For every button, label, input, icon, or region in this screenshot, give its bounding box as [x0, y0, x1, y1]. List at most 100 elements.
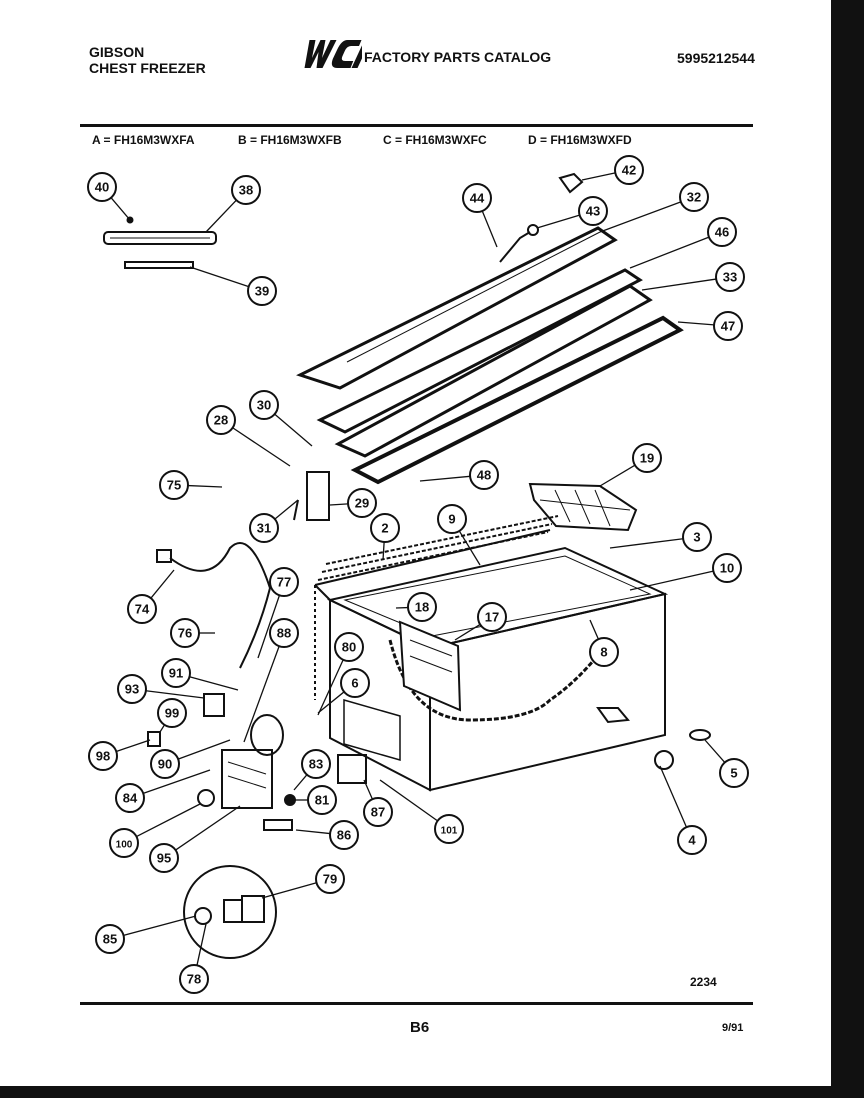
callout-label-79: 79 — [323, 872, 337, 887]
callout-circle-84 — [115, 783, 145, 813]
callout-circle-10 — [712, 553, 742, 583]
callout-circle-88 — [269, 618, 299, 648]
callout-circle-98 — [88, 741, 118, 771]
callout-label-90: 90 — [158, 757, 172, 772]
lid-inner-panel — [316, 268, 643, 434]
callout-label-2: 2 — [381, 521, 388, 536]
callout-label-18: 18 — [415, 600, 429, 615]
callout-leader-98 — [116, 739, 151, 753]
storage-basket — [528, 482, 638, 532]
drain-plug — [596, 707, 630, 724]
callout-label-29: 29 — [355, 496, 369, 511]
callout-label-93: 93 — [125, 682, 139, 697]
callout-leader-31 — [274, 499, 299, 520]
callout-label-88: 88 — [277, 626, 291, 641]
lock — [654, 750, 674, 770]
callout-leader-30 — [274, 413, 313, 447]
power-cord — [169, 542, 272, 669]
callout-leader-88 — [243, 645, 280, 743]
callout-circle-39 — [247, 276, 277, 306]
callout-circle-86 — [329, 820, 359, 850]
callout-label-100: 100 — [116, 840, 133, 851]
callout-leader-28 — [232, 427, 291, 467]
cabinet — [314, 529, 669, 792]
callout-label-40: 40 — [95, 180, 109, 195]
callout-label-46: 46 — [715, 225, 729, 240]
callout-leader-33 — [641, 278, 717, 291]
callout-circle-17 — [477, 602, 507, 632]
lid-liner — [334, 284, 653, 458]
callout-label-83: 83 — [309, 757, 323, 772]
callout-circle-90 — [150, 749, 180, 779]
callout-leader-101 — [379, 779, 438, 822]
callout-label-75: 75 — [167, 478, 181, 493]
callout-label-85: 85 — [103, 932, 117, 947]
scan-edge-right — [831, 0, 864, 1098]
callout-circle-2 — [370, 513, 400, 543]
detail-inset — [183, 865, 277, 959]
callout-label-48: 48 — [477, 468, 491, 483]
callout-circle-29 — [347, 488, 377, 518]
callout-circle-85 — [95, 924, 125, 954]
callout-circle-40 — [87, 172, 117, 202]
callout-circle-46 — [707, 217, 737, 247]
callout-leader-42 — [581, 172, 616, 181]
callout-label-32: 32 — [687, 190, 701, 205]
callout-leader-90 — [177, 739, 231, 760]
callout-label-6: 6 — [351, 676, 358, 691]
callout-leader-83 — [293, 774, 308, 791]
callout-leader-86 — [295, 829, 331, 835]
callout-leader-43 — [536, 214, 580, 229]
callout-circle-31 — [249, 513, 279, 543]
callout-circle-78 — [179, 964, 209, 994]
model-d: D = FH16M3WXFD — [528, 133, 632, 147]
callout-label-78: 78 — [187, 972, 201, 987]
callout-circle-95 — [149, 843, 179, 873]
callout-leader-5 — [704, 739, 726, 763]
callout-label-91: 91 — [169, 666, 183, 681]
inset-knob — [194, 907, 212, 925]
thermostat — [337, 754, 367, 784]
bracket — [263, 819, 293, 831]
callout-circle-47 — [713, 311, 743, 341]
callout-circle-5 — [719, 758, 749, 788]
callout-circle-4 — [677, 825, 707, 855]
callout-label-5: 5 — [730, 766, 737, 781]
callout-leader-80 — [317, 659, 344, 716]
callout-label-31: 31 — [257, 521, 271, 536]
evaporator-tubing — [388, 639, 612, 722]
condenser-coil — [317, 515, 559, 581]
callout-label-10: 10 — [720, 561, 734, 576]
callout-leader-74 — [150, 569, 175, 599]
callout-circle-93 — [117, 674, 147, 704]
callout-circle-28 — [206, 405, 236, 435]
callout-circle-80 — [334, 632, 364, 662]
callout-circle-101 — [434, 814, 464, 844]
callout-label-84: 84 — [123, 791, 138, 806]
catalog-title: FACTORY PARTS CATALOG — [364, 49, 552, 65]
callout-label-99: 99 — [165, 706, 179, 721]
wci-logo — [304, 40, 362, 68]
lid-gasket — [350, 315, 684, 485]
callout-label-8: 8 — [600, 645, 607, 660]
callout-leader-78 — [196, 923, 207, 966]
callout-circle-43 — [578, 196, 608, 226]
callout-leader-77 — [257, 595, 281, 659]
callout-leader-99 — [159, 724, 166, 733]
callout-circle-30 — [249, 390, 279, 420]
callout-label-4: 4 — [688, 833, 696, 848]
compressor — [250, 714, 284, 756]
callout-label-3: 3 — [693, 530, 700, 545]
callout-circle-19 — [632, 443, 662, 473]
callout-label-86: 86 — [337, 828, 351, 843]
power-plug — [156, 549, 172, 563]
callout-leader-19 — [599, 464, 636, 487]
callout-circle-76 — [170, 618, 200, 648]
callout-leader-9 — [458, 530, 481, 566]
callout-circle-38 — [231, 175, 261, 205]
callout-circle-79 — [315, 864, 345, 894]
lid-outer-panel — [296, 226, 618, 390]
callout-label-81: 81 — [315, 793, 329, 808]
